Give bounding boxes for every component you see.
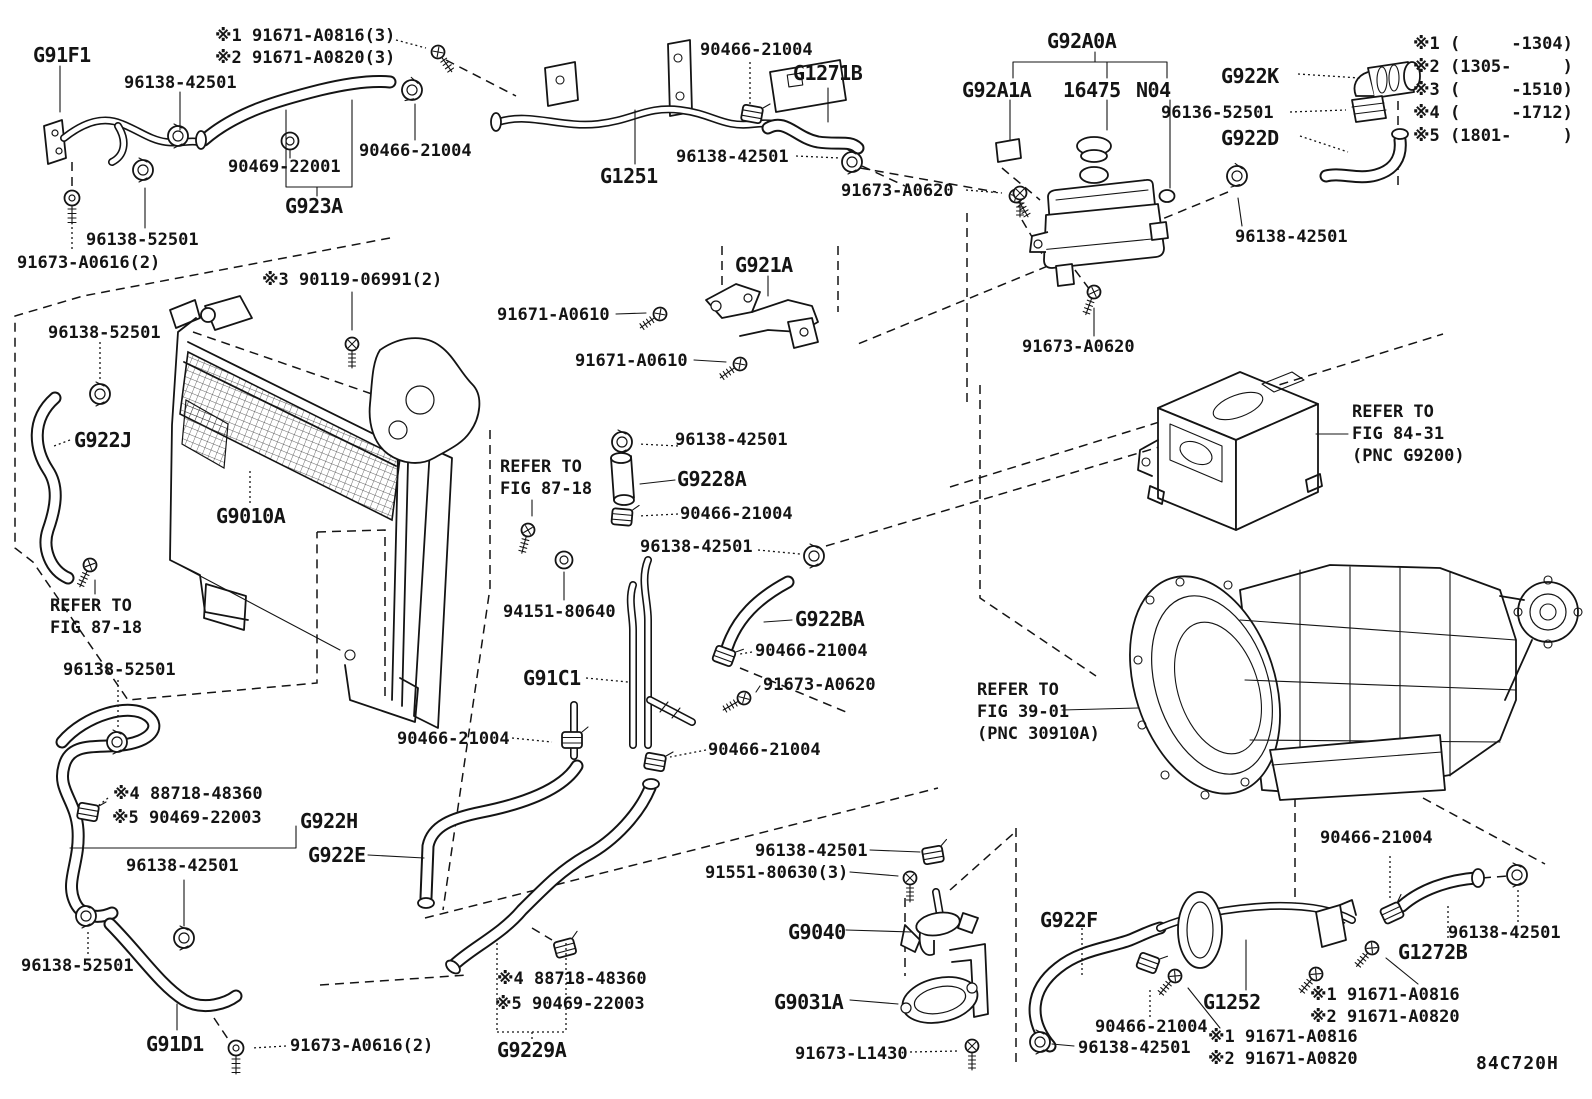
legend-item-4: ※4 ( -1712) (1413, 103, 1573, 123)
part-label-4-88718-48360: ※4 88718-48360 (113, 784, 263, 804)
part-label-G1271B: G1271B (793, 61, 863, 85)
part-label-91673-L1430: 91673-L1430 (795, 1044, 908, 1064)
heater-hoses-drawing (30, 391, 660, 1075)
refer-note-3: REFER TO FIG 84-31 (PNC G9200) (1352, 402, 1465, 466)
part-label-90469-22001: 90469-22001 (228, 157, 341, 177)
part-label-91671-A0610: 91671-A0610 (497, 305, 610, 325)
part-label-2-91671-A0820-3: ※2 91671-A0820(3) (215, 48, 396, 68)
part-label-96138-42501: 96138-42501 (1235, 227, 1348, 247)
part-label-2-91671-A0820: ※2 91671-A0820 (1310, 1007, 1460, 1027)
part-label-N04: N04 (1136, 78, 1171, 102)
part-label-5-90469-22003: ※5 90469-22003 (495, 994, 645, 1014)
part-label-G92A0A: G92A0A (1047, 29, 1117, 53)
water-outlet-and-hose-drawing (43, 42, 458, 225)
part-label-94151-80640: 94151-80640 (503, 602, 616, 622)
part-label-90466-21004: 90466-21004 (1320, 828, 1433, 848)
part-label-90466-21004: 90466-21004 (397, 729, 510, 749)
part-label-G91F1: G91F1 (33, 43, 91, 67)
part-label-96138-42501: 96138-42501 (675, 430, 788, 450)
refer-note-1: REFER TO FIG 87-18 (50, 596, 143, 638)
inverter-drawing (1137, 371, 1323, 531)
leader-lines (53, 39, 1519, 1053)
part-label-5-90469-22003: ※5 90469-22003 (112, 808, 262, 828)
part-label-91673-A0620: 91673-A0620 (841, 181, 954, 201)
part-label-90466-21004: 90466-21004 (1095, 1017, 1208, 1037)
part-label-96138-52501: 96138-52501 (86, 230, 199, 250)
part-label-G922E: G922E (308, 843, 366, 867)
part-label-96136-52501: 96136-52501 (1161, 103, 1274, 123)
part-label-G9229A: G9229A (497, 1038, 567, 1062)
part-label-1-91671-A0816-3: ※1 91671-A0816(3) (215, 26, 396, 46)
legend-item-1: ※1 ( -1304) (1413, 34, 1573, 54)
part-label-91673-A0620: 91673-A0620 (1022, 337, 1135, 357)
part-label-G1251: G1251 (600, 164, 658, 188)
water-inlet-pipe-drawing (490, 39, 1035, 221)
part-label-G921A: G921A (735, 253, 793, 277)
part-label-G922H: G922H (300, 809, 358, 833)
part-label-G92A1A: G92A1A (962, 78, 1032, 102)
part-label-G91C1: G91C1 (523, 666, 581, 690)
part-label-96138-52501: 96138-52501 (21, 956, 134, 976)
part-label-96138-42501: 96138-42501 (1448, 923, 1561, 943)
part-label-96138-42501: 96138-42501 (755, 841, 868, 861)
part-label-96138-42501: 96138-42501 (124, 73, 237, 93)
part-label-G9010A: G9010A (216, 504, 286, 528)
part-label-96138-42501: 96138-42501 (676, 147, 789, 167)
refer-note-4: REFER TO FIG 39-01 (PNC 30910A) (977, 680, 1100, 744)
part-label-G922K: G922K (1221, 64, 1279, 88)
part-label-G922BA: G922BA (795, 607, 865, 631)
bypass-hose-drawing-top-right (1224, 61, 1421, 191)
part-label-91673-A0616-2: 91673-A0616(2) (17, 253, 161, 273)
part-label-G91D1: G91D1 (146, 1032, 204, 1056)
construction-dashed-lines (14, 59, 1546, 1066)
part-label-96138-52501: 96138-52501 (63, 660, 176, 680)
reservoir-tank-drawing (995, 136, 1176, 318)
part-label-90466-21004: 90466-21004 (708, 740, 821, 760)
transmission-drawing (1129, 564, 1583, 801)
part-label-G922J: G922J (74, 428, 132, 452)
part-label-1-91671-A0816: ※1 91671-A0816 (1208, 1027, 1358, 1047)
part-label-90466-21004: 90466-21004 (680, 504, 793, 524)
water-valve-drawing (900, 838, 989, 1071)
part-label-G922F: G922F (1040, 908, 1098, 932)
part-label-3-90119-06991-2: ※3 90119-06991(2) (262, 270, 443, 290)
part-label-G922D: G922D (1221, 126, 1279, 150)
part-label-91671-A0610: 91671-A0610 (575, 351, 688, 371)
part-label-96138-52501: 96138-52501 (48, 323, 161, 343)
part-label-91673-A0620: 91673-A0620 (763, 675, 876, 695)
part-label-96138-42501: 96138-42501 (640, 537, 753, 557)
legend-item-3: ※3 ( -1510) (1413, 80, 1573, 100)
part-label-2-91671-A0820: ※2 91671-A0820 (1208, 1049, 1358, 1069)
part-label-4-88718-48360: ※4 88718-48360 (497, 969, 647, 989)
part-label-91673-A0616-2: 91673-A0616(2) (290, 1036, 434, 1056)
part-label-96138-42501: 96138-42501 (1078, 1038, 1191, 1058)
part-label-90466-21004: 90466-21004 (755, 641, 868, 661)
part-label-G9031A: G9031A (774, 990, 844, 1014)
center-pipes-drawing (73, 283, 825, 774)
part-label-96138-42501: 96138-42501 (126, 856, 239, 876)
legend-item-2: ※2 (1305- ) (1413, 57, 1573, 77)
revision-legend: ※1 ( -1304) ※2 (1305- ) ※3 ( -1510) ※4 ( -1… (1413, 33, 1573, 148)
legend-item-5: ※5 (1801- ) (1413, 126, 1573, 146)
part-label-G9040: G9040 (788, 920, 846, 944)
part-label-G1272B: G1272B (1398, 940, 1468, 964)
part-label-90466-21004: 90466-21004 (700, 40, 813, 60)
part-label-G9228A: G9228A (677, 467, 747, 491)
part-label-16475: 16475 (1063, 78, 1121, 102)
figure-code: 84C720H (1476, 1053, 1559, 1074)
part-label-1-91671-A0816: ※1 91671-A0816 (1310, 985, 1460, 1005)
refer-note-2: REFER TO FIG 87-18 (500, 457, 593, 499)
radiator-drawing (169, 295, 481, 729)
part-label-91551-80630-3: 91551-80630(3) (705, 863, 849, 883)
part-label-G1252: G1252 (1203, 990, 1261, 1014)
bottom-right-pipes-drawing (1028, 862, 1528, 1055)
part-label-G923A: G923A (285, 194, 343, 218)
part-label-90466-21004: 90466-21004 (359, 141, 472, 161)
